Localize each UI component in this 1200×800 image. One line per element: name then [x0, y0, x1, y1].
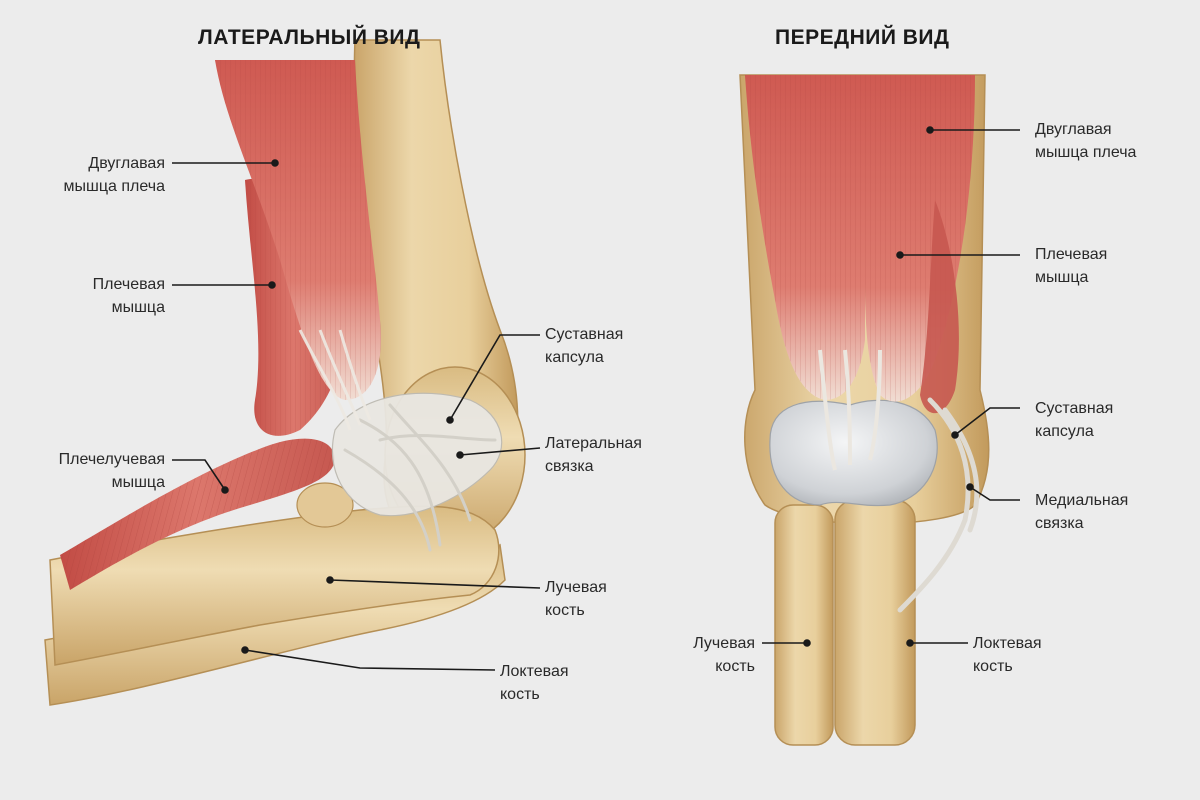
anterior-view-art	[739, 74, 990, 746]
leader-lines	[172, 126, 1020, 671]
articular-cartilage	[769, 399, 938, 507]
lateral-ligament	[343, 403, 497, 552]
ulna-bone-anterior	[834, 499, 916, 746]
anterior-view-title: ПЕРЕДНИЙ ВИД	[775, 26, 950, 49]
radius-bone	[49, 505, 500, 666]
medial-ligament	[897, 397, 980, 613]
joint-capsule	[331, 392, 503, 517]
lateral-view-title: ЛАТЕРАЛЬНЫЙ ВИД	[198, 26, 421, 49]
radial-head	[296, 482, 354, 528]
radius-bone-anterior	[774, 504, 834, 746]
lateral-view-art	[44, 39, 526, 706]
